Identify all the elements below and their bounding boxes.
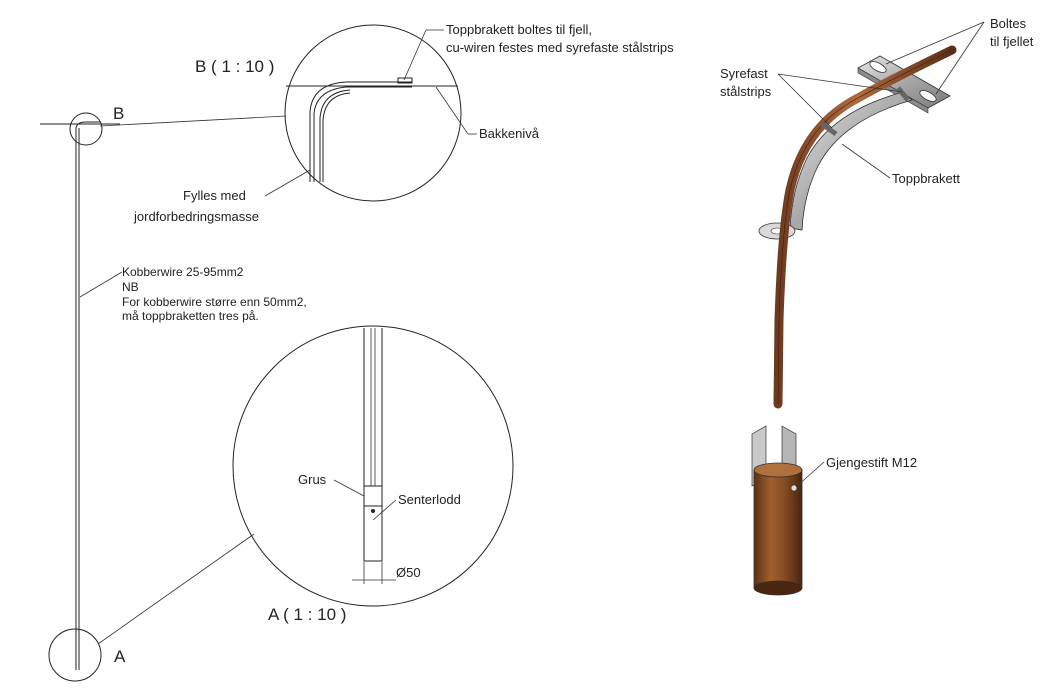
detail-a: A ( 1 : 10 ) Grus Senterlodd Ø50 xyxy=(232,325,514,624)
bolts-label-1: Boltes xyxy=(990,16,1027,31)
wire-label: Kobberwire 25-95mm2 xyxy=(122,265,244,279)
gravel-zone xyxy=(363,485,383,507)
bolts-label-2: til fjellet xyxy=(990,34,1034,49)
threaded-pin xyxy=(790,484,798,492)
steel-strip-1 xyxy=(820,121,838,137)
strips-label-1: Syrefast xyxy=(720,66,768,81)
connector-a xyxy=(97,533,255,645)
ground-leader xyxy=(435,86,469,135)
sleeve-bottom xyxy=(753,580,803,596)
bracket-inner xyxy=(313,86,412,182)
strips-label-2: stålstrips xyxy=(720,84,772,99)
wire-outer xyxy=(319,89,351,182)
detail-b-title: B ( 1 : 10 ) xyxy=(195,57,274,76)
note-line-2: må toppbraketten tres på. xyxy=(122,309,259,323)
fill-label-2: jordforbedringsmasse xyxy=(133,209,259,224)
bracket-outer xyxy=(309,81,412,182)
note-line-1: For kobberwire større enn 50mm2, xyxy=(122,295,307,309)
steel-strip-2 xyxy=(896,86,910,102)
wire-bend xyxy=(75,121,100,129)
bolt-slot-2 xyxy=(919,90,937,102)
iso-view: Boltes til fjellet Syrefast stålstrips T… xyxy=(720,16,1034,596)
strips-leader-2 xyxy=(777,73,903,93)
detail-circle-b-marker xyxy=(69,112,103,146)
note-head: NB xyxy=(122,280,139,294)
wire-inner xyxy=(322,92,351,182)
sleeve-top xyxy=(753,462,803,478)
diameter-label: Ø50 xyxy=(396,565,421,580)
top-bracket-body xyxy=(789,91,913,231)
center-bolt xyxy=(371,509,375,513)
detail-b-circle xyxy=(284,24,462,202)
left-elevation: B A Kobberwire 25-95mm2 NB For kobberwir… xyxy=(40,104,307,682)
bolts-leader-2 xyxy=(935,21,985,95)
connector-b xyxy=(99,115,287,127)
bolts-leader-1 xyxy=(885,21,985,65)
center-leader xyxy=(372,499,397,521)
fill-leader xyxy=(264,169,311,197)
detail-a-title: A ( 1 : 10 ) xyxy=(268,605,346,624)
strips-leader-1 xyxy=(777,73,833,129)
bracket-iso-leader xyxy=(841,143,891,179)
detail-a-circle xyxy=(232,325,514,607)
wire-leader xyxy=(79,271,123,298)
detail-b: B ( 1 : 10 ) Toppbrakett boltes til fjel… xyxy=(133,22,674,224)
bracket-callout-2: cu-wiren festes med syrefaste stålstrips xyxy=(446,40,674,55)
center-weight xyxy=(363,505,383,562)
ground-label: Bakkenivå xyxy=(479,126,540,141)
pin-leader xyxy=(795,461,825,488)
bracket-iso-label: Toppbrakett xyxy=(892,171,960,186)
gravel-leader xyxy=(333,479,365,497)
gravel-label: Grus xyxy=(298,472,327,487)
detail-circle-a-marker xyxy=(48,628,102,682)
bolt-slot-1 xyxy=(869,61,887,73)
point-b-label: B xyxy=(113,104,124,123)
copper-wire-edge xyxy=(777,49,953,405)
center-label: Senterlodd xyxy=(398,492,461,507)
bracket-callout-1: Toppbrakett boltes til fjell, xyxy=(446,22,592,37)
pin-label: Gjengestift M12 xyxy=(826,455,917,470)
point-a-label: A xyxy=(114,647,126,666)
bracket-leader xyxy=(403,29,427,81)
fill-label-1: Fylles med xyxy=(183,188,246,203)
